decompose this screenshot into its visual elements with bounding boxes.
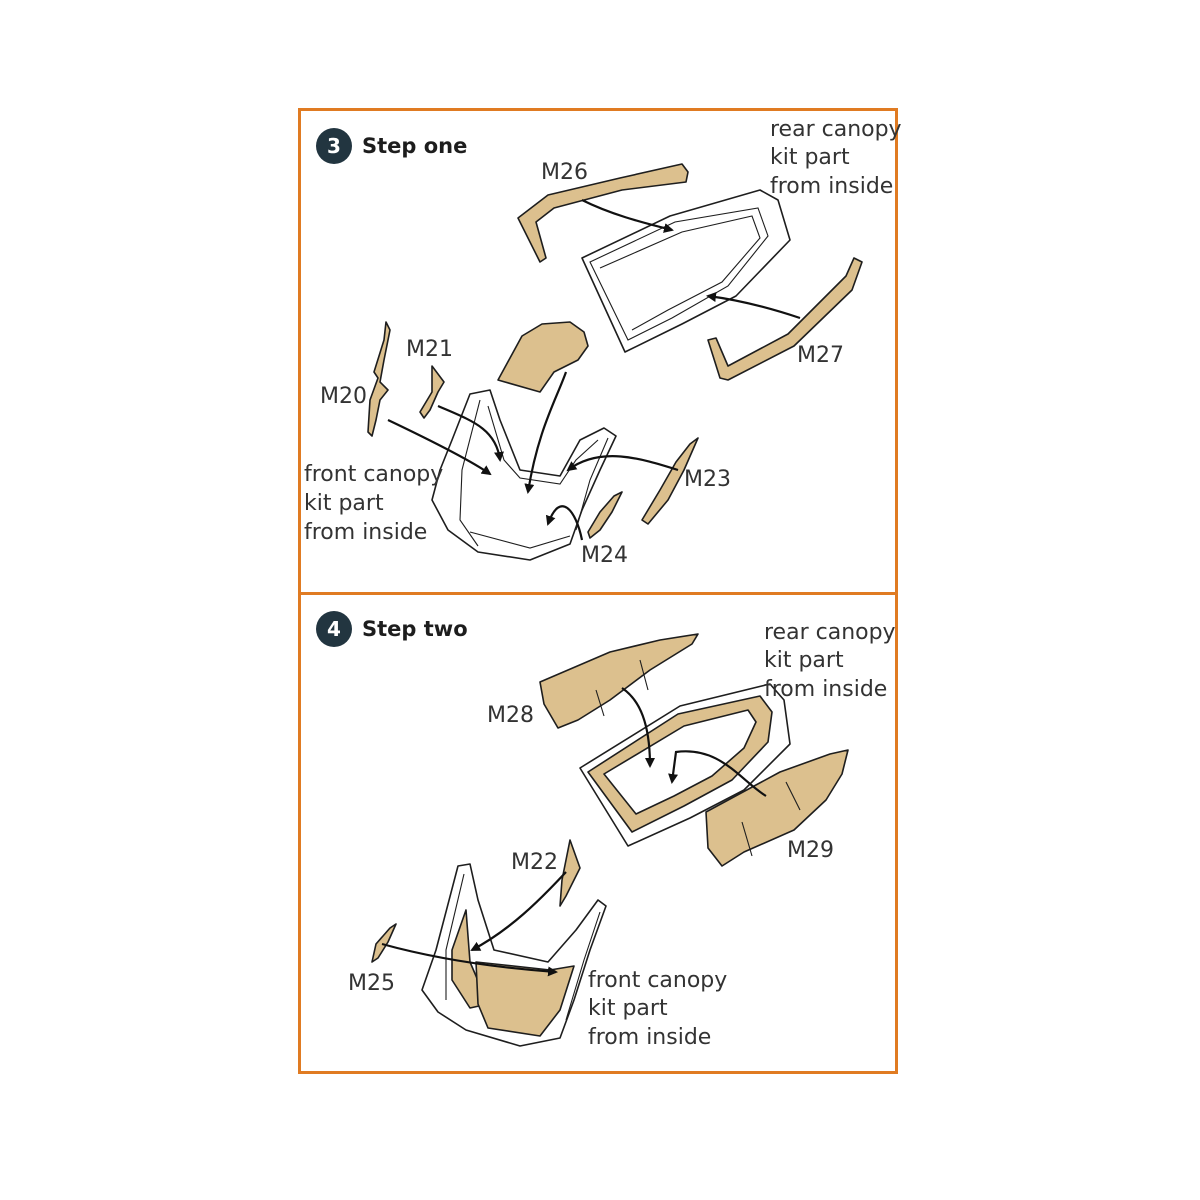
mask-m23 [641, 437, 699, 525]
part-label-m28: M28 [487, 703, 534, 728]
rear-canopy-kit-part [581, 189, 791, 353]
mask-m26 [517, 163, 689, 263]
front-canopy-label-line3: from inside [588, 1025, 711, 1050]
step-number-badge: 3 [316, 128, 352, 164]
front-canopy-kit-part [431, 389, 617, 561]
front-canopy-label-line1: front canopy [588, 968, 727, 993]
section-divider [298, 592, 898, 595]
mask-m20 [367, 321, 391, 437]
rear-canopy-label-line1: rear canopy [770, 117, 902, 142]
part-label-m26: M26 [541, 160, 588, 185]
front-canopy-label-line3: from inside [304, 520, 427, 545]
mask-m25 [371, 923, 397, 963]
mask-m21 [419, 365, 445, 419]
windshield-mask [497, 321, 589, 393]
part-label-m22: M22 [511, 850, 558, 875]
part-label-m24: M24 [581, 543, 628, 568]
rear-canopy-kit-part [579, 683, 791, 847]
mask-m27 [707, 257, 863, 381]
step-title: Step one [362, 134, 468, 158]
step-one-header: 3 Step one [316, 128, 467, 164]
step-title: Step two [362, 617, 468, 641]
front-canopy-label-line2: kit part [304, 491, 384, 516]
part-label-m21: M21 [406, 337, 453, 362]
mask-m22 [559, 839, 581, 907]
rear-canopy-label-line2: kit part [770, 145, 850, 170]
mask-m28 [539, 633, 699, 729]
part-label-m23: M23 [684, 467, 731, 492]
mask-m24 [587, 491, 623, 539]
rear-canopy-label-line1: rear canopy [764, 620, 896, 645]
rear-canopy-label-line3: from inside [770, 174, 893, 199]
step-two-header: 4 Step two [316, 611, 468, 647]
instruction-frame [298, 108, 898, 1074]
rear-canopy-label-line2: kit part [764, 648, 844, 673]
front-canopy-label-line2: kit part [588, 996, 668, 1021]
part-label-m25: M25 [348, 971, 395, 996]
step-number-badge: 4 [316, 611, 352, 647]
front-canopy-label-line1: front canopy [304, 462, 443, 487]
mask-m29 [705, 749, 849, 867]
part-label-m27: M27 [797, 343, 844, 368]
rear-canopy-label-line3: from inside [764, 677, 887, 702]
front-canopy-kit-part [421, 863, 607, 1047]
part-label-m20: M20 [320, 384, 367, 409]
part-label-m29: M29 [787, 838, 834, 863]
